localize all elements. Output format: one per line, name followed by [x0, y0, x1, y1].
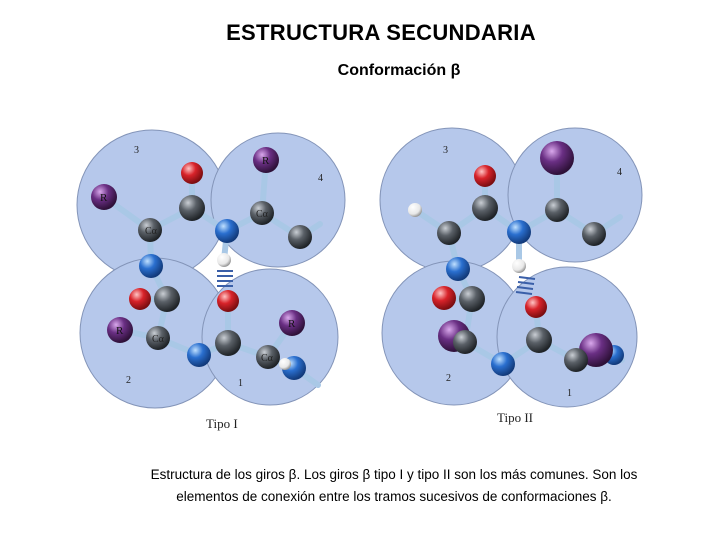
carbon-atom — [459, 286, 485, 312]
tipo-1-hydrogen-bond — [217, 270, 233, 287]
r-group-atom — [279, 310, 305, 336]
tipo-1-labels: 3 4 2 1 R R R R Cα Cα Cα Cα Tipo I — [100, 145, 323, 431]
r-label: R — [288, 318, 296, 330]
carbon-atom — [472, 195, 498, 221]
r-label: R — [116, 325, 124, 337]
carbon-atom — [437, 221, 461, 245]
carbon-atom — [138, 218, 162, 242]
hydrogen-atom — [512, 259, 526, 273]
region-number-3: 3 — [134, 145, 139, 156]
calpha-label: Cα — [256, 209, 269, 220]
tipo-1-label: Tipo I — [206, 416, 238, 431]
nitrogen-atom — [215, 219, 239, 243]
region-number-4: 4 — [318, 173, 323, 184]
carbon-atom — [146, 326, 170, 350]
tipo-1-panel: 3 4 2 1 R R R R Cα Cα Cα Cα Tipo I — [76, 129, 346, 431]
tipo-2-labels: 3 4 2 1 Tipo II — [443, 145, 622, 425]
caption-line-1: Estructura de los giros β. Los giros β t… — [150, 467, 638, 482]
oxygen-atom — [474, 165, 496, 187]
r-group-atom — [253, 147, 279, 173]
oxygen-atom — [129, 288, 151, 310]
r-label: R — [100, 192, 108, 204]
carbon-atom — [526, 327, 552, 353]
carbon-atom — [154, 286, 180, 312]
oxygen-atom — [181, 162, 203, 184]
oxygen-atom — [432, 286, 456, 310]
carbon-atom — [545, 198, 569, 222]
tipo-2-panel: 3 4 2 1 Tipo II — [379, 127, 643, 425]
carbon-atom — [453, 330, 477, 354]
carbon-atom — [179, 195, 205, 221]
r-label: R — [262, 155, 270, 167]
page-subtitle: Conformación β — [337, 62, 461, 79]
region-number-4: 4 — [617, 167, 622, 178]
calpha-label: Cα — [152, 334, 165, 345]
caption-line-2: elementos de conexión entre los tramos s… — [176, 489, 612, 504]
tipo-2-atoms — [408, 141, 624, 376]
region-number-2: 2 — [126, 375, 131, 386]
tipo-2-label: Tipo II — [497, 410, 533, 425]
hydrogen-atom — [217, 253, 231, 267]
calpha-label: Cα — [145, 226, 158, 237]
nitrogen-atom — [139, 254, 163, 278]
tipo-1-atoms — [91, 147, 312, 380]
calpha-label: Cα — [261, 353, 274, 364]
tipo-2-hydrogen-bond — [515, 276, 536, 295]
carbon-atom — [582, 222, 606, 246]
carbon-atom — [215, 330, 241, 356]
figure-caption: Estructura de los giros β. Los giros β t… — [124, 464, 664, 508]
page-title: ESTRUCTURA SECUNDARIA — [226, 20, 536, 45]
oxygen-atom — [525, 296, 547, 318]
r-group-atom — [91, 184, 117, 210]
region-number-3: 3 — [443, 145, 448, 156]
hydrogen-atom — [408, 203, 422, 217]
nitrogen-atom — [187, 343, 211, 367]
nitrogen-atom — [446, 257, 470, 281]
sphere-residue-4 — [210, 132, 346, 268]
nitrogen-atom — [507, 220, 531, 244]
carbon-atom — [288, 225, 312, 249]
carbon-atom — [256, 345, 280, 369]
r-group-atom — [540, 141, 574, 175]
carbon-atom — [564, 348, 588, 372]
oxygen-atom — [217, 290, 239, 312]
r-group-atom — [107, 317, 133, 343]
region-number-2: 2 — [446, 373, 451, 384]
region-number-1: 1 — [567, 388, 572, 399]
nitrogen-atom — [491, 352, 515, 376]
hydrogen-atom — [279, 358, 291, 370]
carbon-atom — [250, 201, 274, 225]
sphere-residue-4 — [507, 127, 643, 263]
region-number-1: 1 — [238, 378, 243, 389]
